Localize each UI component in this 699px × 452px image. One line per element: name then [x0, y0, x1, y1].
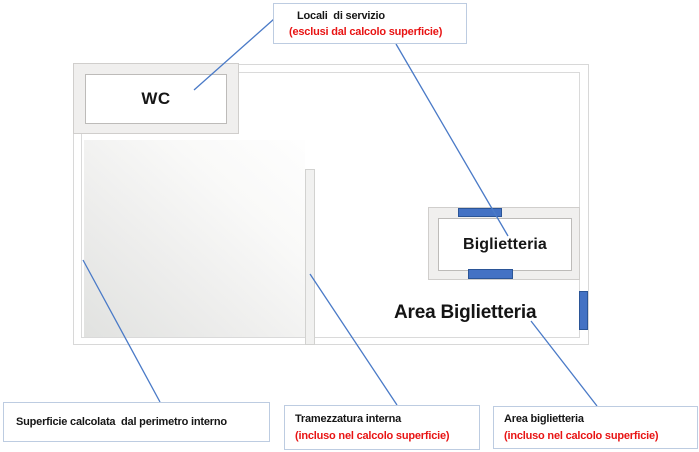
biglietteria-room-inner: Biglietteria — [438, 218, 572, 271]
opening-marker-top — [458, 208, 502, 217]
area-biglietteria-label: Area Biglietteria — [394, 302, 537, 323]
callout-area-biglietteria: Area biglietteria (incluso nel calcolo s… — [493, 406, 698, 449]
callout-tramezzatura-title: Tramezzatura interna — [295, 413, 402, 425]
callout-tramezzatura: Tramezzatura interna (incluso nel calcol… — [284, 405, 480, 450]
callout-locali-title: Locali di servizio — [297, 10, 385, 22]
partition-wall — [305, 169, 315, 345]
opening-marker-bottom — [468, 269, 513, 279]
wc-label: WC — [141, 89, 171, 108]
callout-tramezzatura-subtitle: (incluso nel calcolo superficie) — [295, 430, 450, 442]
calculated-surface-area — [84, 140, 305, 337]
biglietteria-label: Biglietteria — [463, 235, 547, 253]
callout-superficie-title: Superficie calcolata dal perimetro inter… — [16, 416, 227, 428]
wc-room: WC — [73, 63, 239, 134]
opening-marker-right — [579, 291, 588, 330]
callout-locali-subtitle: (esclusi dal calcolo superficie) — [289, 26, 443, 38]
wc-room-inner: WC — [85, 74, 227, 124]
callout-area-title: Area biglietteria — [504, 413, 584, 425]
callout-superficie: Superficie calcolata dal perimetro inter… — [3, 402, 270, 442]
callout-locali-servizio: Locali di servizio (esclusi dal calcolo … — [273, 3, 467, 44]
callout-area-subtitle: (incluso nel calcolo superficie) — [504, 430, 659, 442]
